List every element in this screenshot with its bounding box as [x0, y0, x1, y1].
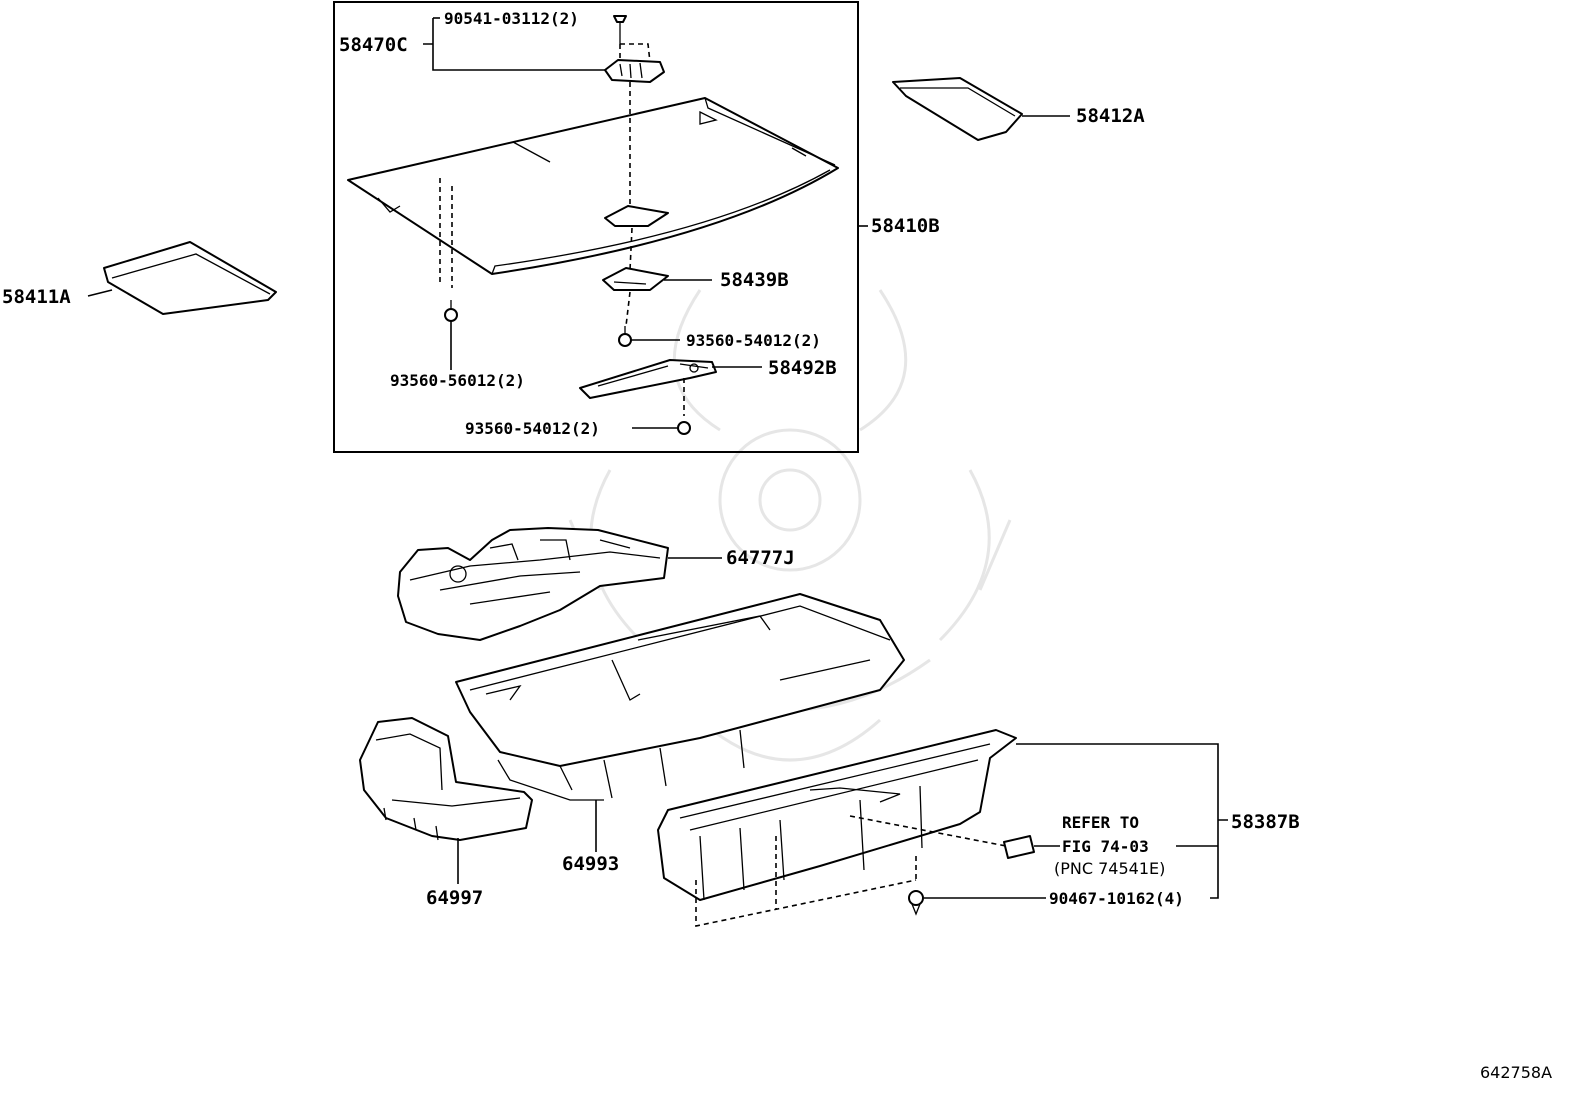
hook-part-58470C [604, 59, 665, 83]
panel-58412A [892, 77, 1023, 141]
leader-58411A [87, 289, 113, 297]
callout-58411A: 58411A [2, 286, 71, 308]
panel-58411A [103, 241, 277, 315]
figure-code: 642758A [1480, 1063, 1552, 1082]
callout-93560-56012: 93560-56012(2) [390, 371, 525, 390]
bolt-dashed-guide [625, 291, 631, 327]
deck-board-58410B [347, 97, 839, 275]
reference-note-line-1: REFER TO [1062, 813, 1139, 832]
scuff-plate-58387B [657, 729, 1017, 901]
callout-58410B: 58410B [871, 215, 940, 237]
callout-58470C: 58470C [339, 34, 408, 56]
tool-tray-64777J [397, 527, 669, 641]
callout-90541-03112: 90541-03112(2) [444, 9, 579, 28]
plate-58439B [602, 267, 669, 291]
screw-icon [613, 15, 627, 44]
callout-90467-10162: 90467-10162(4) [1049, 889, 1184, 908]
bolt-icon [618, 326, 632, 347]
reference-note-line-3: (PNC 74541E) [1054, 859, 1165, 878]
callout-93560-54012-upper: 93560-54012(2) [686, 331, 821, 350]
leader-58387B [1016, 743, 1228, 899]
callout-58492B: 58492B [768, 357, 837, 379]
callout-64777J: 64777J [726, 547, 795, 569]
hook-dashed-guide [619, 43, 651, 63]
deck-dashed-guide-center [629, 82, 633, 271]
callout-64993: 64993 [562, 853, 619, 875]
reference-note-line-2: FIG 74-03 [1062, 837, 1149, 856]
deck-board-group-frame [333, 1, 859, 453]
callout-58387B: 58387B [1231, 811, 1300, 833]
leader-58470C [423, 18, 605, 71]
luggage-box-64993 [455, 593, 905, 801]
deck-dashed-guide-left [439, 178, 453, 288]
scuff-plate-dashed-guide [695, 836, 917, 927]
callout-58439B: 58439B [720, 269, 789, 291]
callout-64997: 64997 [426, 887, 483, 909]
callout-93560-54012-lower: 93560-54012(2) [465, 419, 600, 438]
bracket-58492B [579, 359, 717, 399]
clip-icon [908, 890, 924, 916]
callout-58412A: 58412A [1076, 105, 1145, 127]
side-box-64997 [359, 717, 533, 841]
bolt-icon [677, 421, 691, 435]
bolt-icon [444, 300, 458, 322]
clip-icon [1003, 835, 1035, 859]
